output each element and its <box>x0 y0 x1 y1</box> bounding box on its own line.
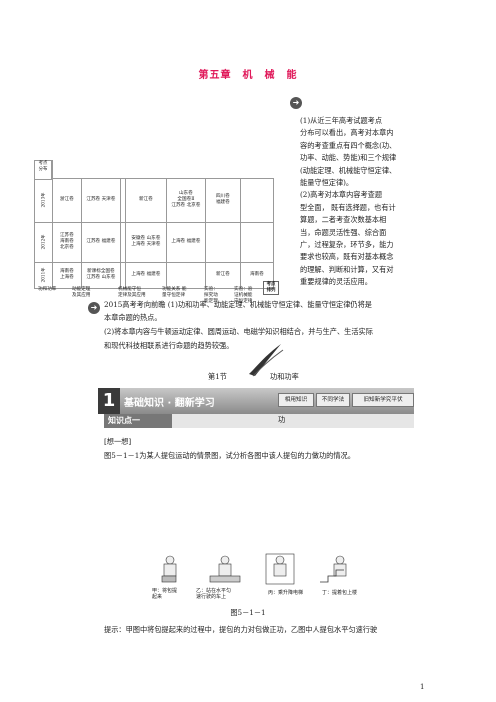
tab-related-knowledge[interactable]: 相用知识 <box>278 393 314 407</box>
footer-item: 机械能守恒 定律及其应用 <box>118 287 146 299</box>
analysis-line: 能量守恒定律)。 <box>300 178 354 188</box>
arrow-right-icon: ➜ <box>290 97 302 109</box>
table-cell <box>204 221 241 263</box>
footer-item: 实验： 探究动 能定理 <box>204 287 218 305</box>
chapter-title: 第五章 机 械 能 <box>198 70 298 81</box>
table-corner-label: 考点 分布 <box>34 160 52 180</box>
analysis-line: (2)高考对本章内容考查题 <box>300 190 383 200</box>
analysis-line: 重要规律的灵活应用。 <box>300 277 372 287</box>
table-cell: 上海卷 福建卷 <box>165 221 206 263</box>
table-cell: 海南卷 <box>239 261 274 289</box>
analysis-line: 的理解、判断和计算，又有对 <box>300 264 394 274</box>
figure-caption-a: 甲：将包提 起来 <box>152 588 178 600</box>
year-label: 2013年 <box>34 177 53 223</box>
banner-title: 基础知识 · 翻新学习 <box>124 398 215 409</box>
footer-item: 功能关系 能 量守恒定律 <box>162 287 187 299</box>
table-cell: 上海卷 福建卷 <box>124 261 167 289</box>
analysis-line: 容的考查重点有四个概念(功、 <box>300 140 397 150</box>
knowledge-point-name: 功 <box>278 415 286 424</box>
tab-different-method[interactable]: 不同学法 <box>316 393 350 407</box>
page-number: 1 <box>420 683 425 691</box>
year-label: 2011年 <box>34 261 53 289</box>
exam-distribution-table: 2013年 浙江卷 江苏卷 天津卷 新江卷 山东卷 全国卷Ⅱ 江苏卷 北京卷 四… <box>34 160 274 289</box>
figure-label: 图5－1－1 <box>230 608 266 617</box>
figure-illustration <box>161 553 347 585</box>
footer-item: 实验：验 证机械能 守恒定律 <box>234 287 253 305</box>
kaodian-paixu-label: 考点 排列 <box>263 281 279 295</box>
banner-number: 1 <box>98 388 120 414</box>
table-cell: 安徽卷 山东卷 上海卷 天津卷 <box>124 221 167 263</box>
table-cell: 山东卷 全国卷Ⅱ 江苏卷 北京卷 <box>165 177 206 223</box>
table-cell: 新课标全国卷 江苏卷 山东卷 <box>80 261 121 289</box>
hint-text: 提示：甲图中将包提起来的过程中，提包的力对包做正功，乙图中人提包水平匀速行驶 <box>104 625 378 634</box>
tab-old-new-learning[interactable]: 旧知新学究平伏 <box>352 393 414 407</box>
table-cell <box>165 261 206 289</box>
arrow-down-icon: ➜ <box>88 302 100 314</box>
analysis-line: 分布可以看出，高考对本章内 <box>300 128 394 138</box>
think-question: 图5－1－1为某人提包运动的情景图，试分析各图中该人提包的力做功的情况。 <box>104 451 355 460</box>
knowledge-point-label: 知识点一 <box>104 414 172 428</box>
knowledge-point-bar <box>168 414 414 428</box>
table-cell: 江苏卷 海南卷 北京卷 <box>51 221 82 263</box>
table-cell: 新江卷 <box>124 177 167 223</box>
exam-analysis: (1)从近三年高考试题考点 分布可以看出，高考对本章内 容的考查重点有四个概念(… <box>300 115 410 289</box>
table-cell: 四川卷 福建卷 <box>204 177 241 223</box>
section-number: 第1节 <box>208 372 227 381</box>
table-cell: 浙江卷 <box>51 177 82 223</box>
table-cell: 新江卷 <box>204 261 241 289</box>
table-cell: 海南卷 上海卷 <box>51 261 82 289</box>
footer-item: 功和功率 <box>38 287 57 292</box>
table-cell <box>239 177 274 223</box>
think-heading: [想一想] <box>104 437 132 446</box>
analysis-line: 型全面， 既有选择题，也有计 <box>300 202 396 212</box>
figure-caption-c: 丙：乘升降电梯 <box>268 590 304 596</box>
analysis-line: (1)从近三年高考试题考点 <box>300 116 383 125</box>
section-name: 功和功率 <box>270 372 299 381</box>
table-cell: 江苏卷 福建卷 <box>80 221 121 263</box>
table-cell: 江苏卷 天津卷 <box>80 177 121 223</box>
footer-item: 动能定理 及其应用 <box>72 287 91 299</box>
figure-caption-b: 乙：站在水平匀 速行驶的车上 <box>196 588 232 600</box>
analysis-line: 功率、动能、势能)和三个规律 <box>300 153 397 163</box>
analysis-line: 算题，二者考查次数基本相 <box>300 215 387 225</box>
analysis-line: (动能定理、机械能守恒定律、 <box>300 165 397 175</box>
table-cell <box>239 221 274 263</box>
forecast-line: 2015高考考向前瞻 (1)功和功率、动能定理、机械能守恒定律、能量守恒定律仍将… <box>104 300 372 309</box>
figure-caption-d: 丁：提着包上楼 <box>322 590 358 596</box>
analysis-line: 广，过程复杂，环节多，能力 <box>300 240 394 250</box>
forecast-line: 本章命题的热点。 <box>104 313 162 322</box>
forecast-line: 和现代科技相联系进行命题的趋势较强。 <box>104 341 234 350</box>
swoosh-decoration-icon <box>249 344 284 377</box>
analysis-line: 当，命题灵活性强、综合面 <box>300 227 387 237</box>
forecast-line: (2)将本章内容与牛顿运动定律、圆周运动、电磁学知识相结合，并与生产、生活实际 <box>104 327 373 336</box>
year-label: 2012年 <box>34 221 53 263</box>
analysis-line: 要求也较高，既有对基本概念 <box>300 252 394 262</box>
